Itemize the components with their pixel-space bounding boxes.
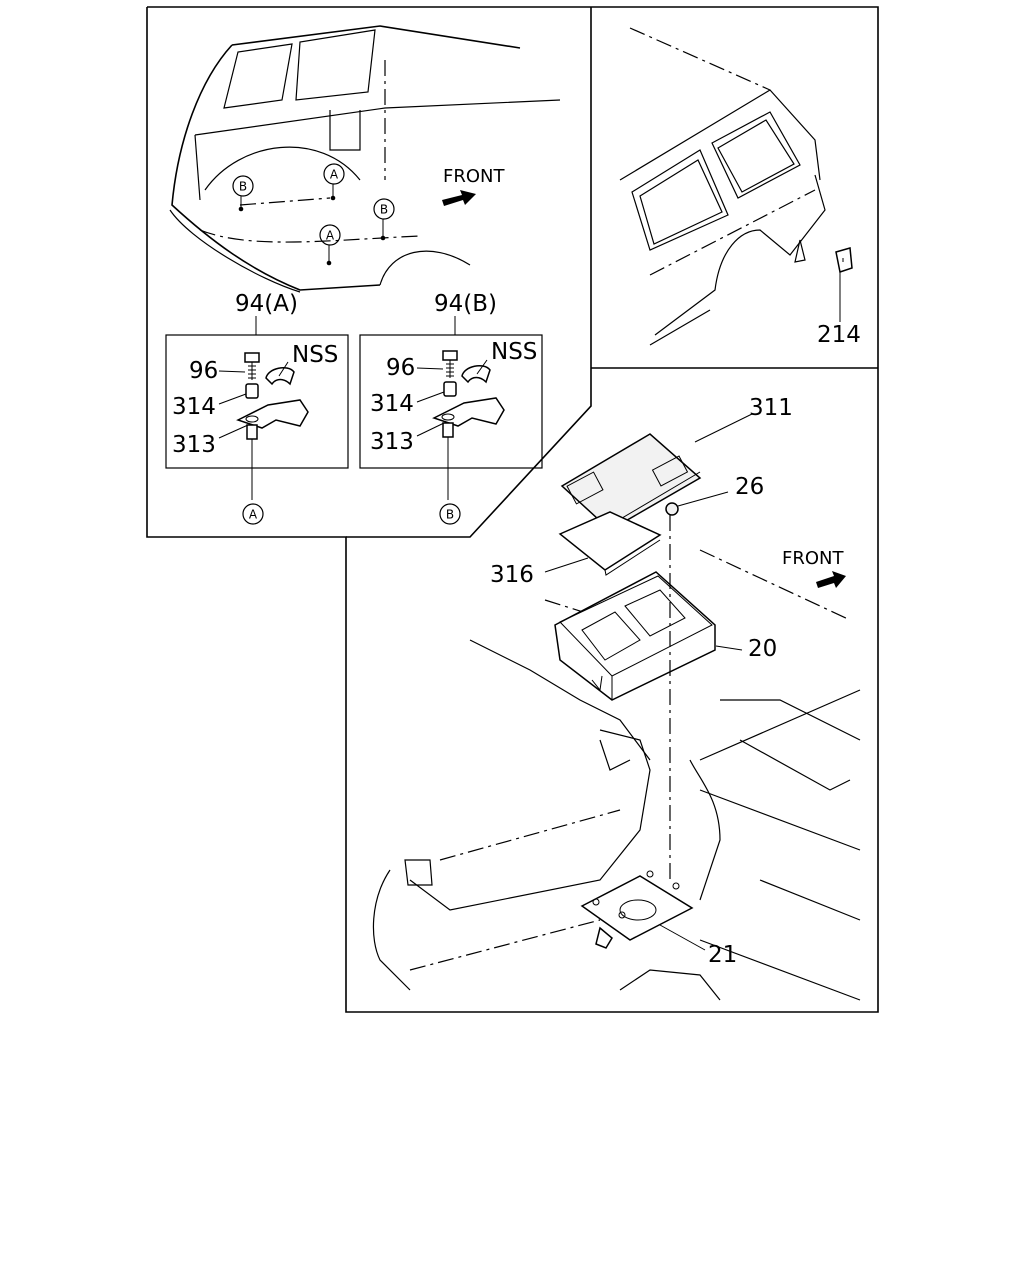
bolt-96-a [244,352,260,380]
spacer-314-a [245,383,259,399]
svg-text:26: 26 [735,474,764,500]
svg-text:96: 96 [386,355,415,381]
svg-text:96: 96 [189,358,218,384]
svg-text:A: A [326,229,335,243]
svg-text:B: B [239,180,247,194]
svg-text:94(A): 94(A) [235,291,298,317]
bolt-96-b [442,350,458,378]
svg-text:NSS: NSS [491,339,537,365]
front-arrow-bottom-icon [816,571,846,588]
svg-text:214: 214 [817,322,861,348]
marker-b-1: B [232,175,254,197]
marker-a-2: A [319,224,341,246]
svg-text:B: B [380,203,388,217]
svg-text:311: 311 [749,395,793,421]
marker-a-3: A [242,503,264,525]
svg-text:20: 20 [748,636,777,662]
console-box-20: 20 [554,571,777,701]
front-arrow-top: FRONT [442,166,505,206]
svg-text:B: B [446,508,454,522]
svg-text:316: 316 [490,562,534,588]
cover-311: 311 [560,395,793,531]
svg-text:314: 314 [172,394,216,420]
marker-b-3: B [439,503,461,525]
svg-text:FRONT: FRONT [443,166,505,187]
front-arrow-top-icon [442,190,476,206]
group-94a: 94(A) 96 NSS 314 313 [165,291,349,525]
bracket-313-a [236,399,309,429]
svg-text:21: 21 [708,942,737,968]
svg-text:FRONT: FRONT [782,548,844,569]
bracket-214 [835,247,853,273]
svg-text:A: A [330,168,339,182]
svg-text:NSS: NSS [292,342,338,368]
clip-nss-a [265,366,295,386]
spacer-314-b [443,381,457,397]
svg-text:314: 314 [370,391,414,417]
vehicle-side-view: 214 [619,27,861,348]
marker-a-1: A [323,163,345,185]
diagram-frames [146,6,879,1013]
front-arrow-bottom: FRONT [782,548,846,588]
clip-26: 26 [665,474,764,516]
marker-b-2: B [373,198,395,220]
svg-text:313: 313 [172,432,216,458]
svg-text:A: A [249,508,258,522]
svg-text:94(B): 94(B) [434,291,497,317]
svg-text:313: 313 [370,429,414,455]
bracket-21: 21 [580,870,737,968]
rear-body-view [169,25,561,293]
console-assembly: 311 26 316 20 [372,395,861,1001]
mat-316: 316 [490,511,662,588]
bracket-313-b [432,397,505,427]
clip-nss-b [461,364,491,384]
group-94b: 94(B) 96 NSS 314 313 B [359,291,543,525]
